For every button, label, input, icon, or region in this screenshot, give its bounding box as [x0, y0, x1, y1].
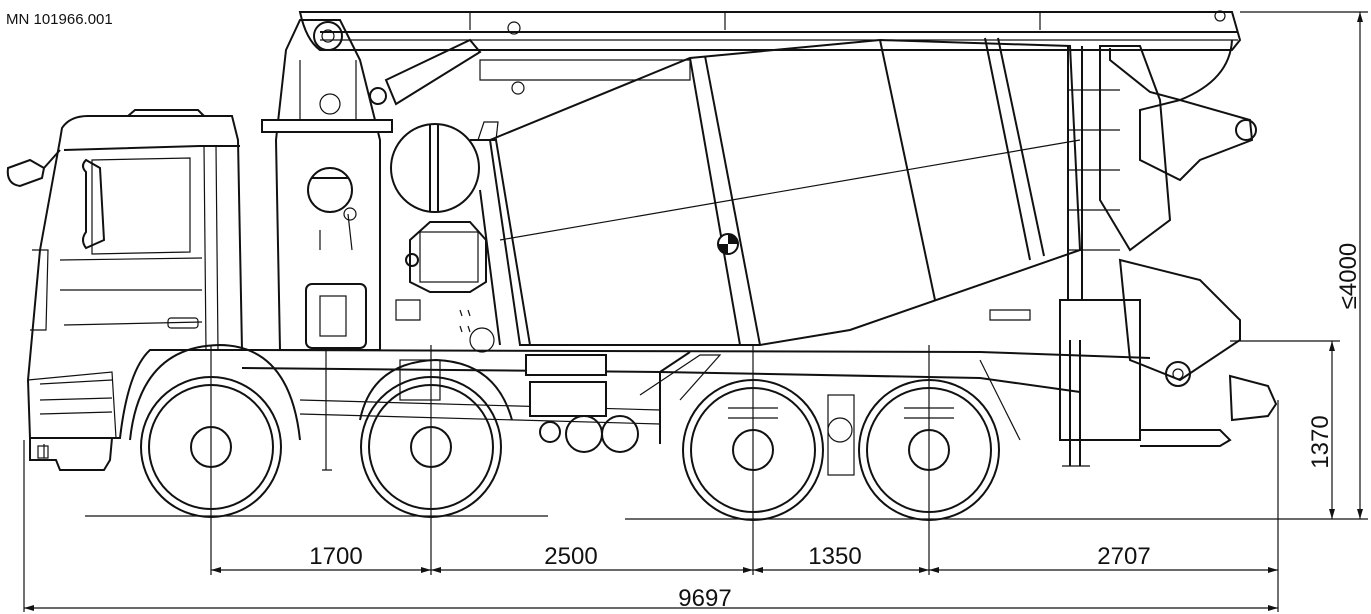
mixer-drum [470, 37, 1082, 346]
dim-axle-3-4: 1350 [808, 543, 861, 570]
cab [6, 109, 244, 471]
length-dimension-lines [24, 567, 1278, 611]
dim-rear-overhang: 2707 [1097, 543, 1150, 570]
drawing-code: MN 101966.001 [6, 11, 113, 28]
front-fender [129, 343, 301, 441]
middle-fender [359, 358, 513, 421]
height-dimension-lines [1060, 11, 1368, 520]
dim-overall-length: 9697 [678, 585, 731, 612]
bogie-hub [827, 417, 853, 443]
axle-centre-lines [23, 345, 1279, 612]
dim-axle-1-2: 1700 [309, 543, 362, 570]
drum-drive [405, 221, 487, 333]
dim-chute-height: 1370 [1307, 415, 1334, 468]
boom [298, 10, 1242, 106]
boom-tower [261, 19, 495, 471]
rear-ladder-hopper [979, 45, 1278, 467]
dim-axle-2-3: 2500 [544, 543, 597, 570]
bogie-spring [827, 394, 855, 476]
water-tank [390, 121, 499, 213]
dim-overall-height: ≤4000 [1335, 243, 1362, 310]
